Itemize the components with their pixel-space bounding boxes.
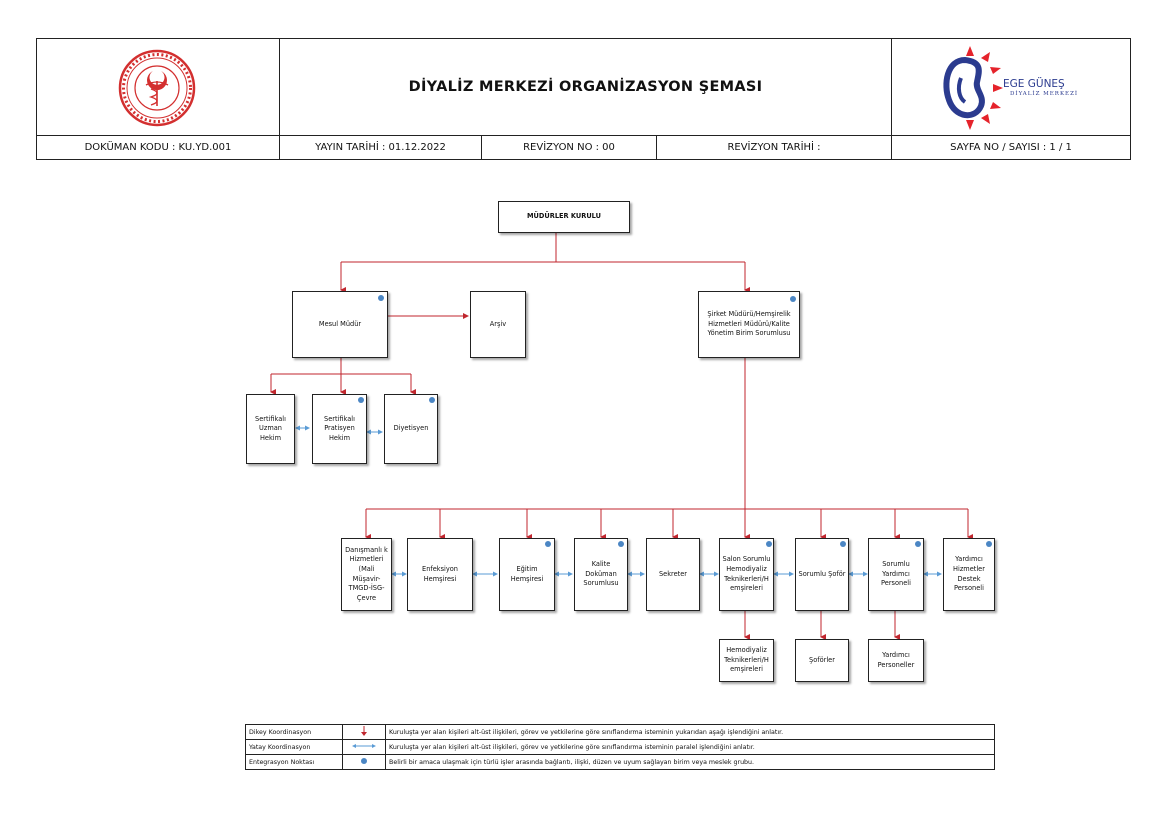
education-nurse-box: Eğitim Hemşiresi	[499, 538, 555, 611]
secretary-box: Sekreter	[646, 538, 700, 611]
quality-document-box: Kalite Doküman Sorumlusu	[574, 538, 628, 611]
legend-row: Dikey Koordinasyon Kuruluşta yer alan ki…	[245, 724, 995, 740]
drivers-box: Şoförler	[795, 639, 849, 682]
integration-point-icon	[766, 541, 772, 547]
legend-description: Kuruluşta yer alan kişileri alt-üst iliş…	[385, 739, 995, 755]
hemodialysis-technicians-box: Hemodiyaliz Teknikerleri/H emşireleri	[719, 639, 774, 682]
integration-point-icon	[790, 296, 796, 302]
integration-point-icon	[986, 541, 992, 547]
board-of-directors-box: MÜDÜRLER KURULU	[498, 201, 630, 233]
archive-box: Arşiv	[470, 291, 526, 358]
legend-table: Dikey Koordinasyon Kuruluşta yer alan ki…	[245, 724, 995, 770]
responsible-manager-box: Mesul Müdür	[292, 291, 388, 358]
document-title: DİYALİZ MERKEZİ ORGANİZASYON ŞEMASI	[408, 79, 763, 95]
hall-supervisor-box: Salon Sorumlu Hemodiyaliz Teknikerleri/H…	[719, 538, 774, 611]
legend-description: Belirli bir amaca ulaşmak için türlü işl…	[385, 754, 995, 770]
company-manager-box: Şirket Müdürü/Hemşirelik Hizmetleri Müdü…	[698, 291, 800, 358]
auxiliary-supervisor-box: Sorumlu Yardımcı Personeli	[868, 538, 924, 611]
ege-gunes-kidney-sun-logo-icon	[943, 46, 1003, 130]
specialist-physician-box: Sertifikalı Uzman Hekim	[246, 394, 295, 464]
support-staff-box: Yardımcı Hizmetler Destek Personeli	[943, 538, 995, 611]
legend-description: Kuruluşta yer alan kişileri alt-üst iliş…	[385, 724, 995, 740]
consultancy-services-box: Danışmanlı k Hizmetleri (Mali Müşavir-TM…	[341, 538, 392, 611]
brand-subtitle: DİYALİZ MERKEZİ	[1010, 91, 1079, 97]
dietitian-box: Diyetisyen	[384, 394, 438, 464]
ministry-of-health-seal-icon	[118, 49, 196, 127]
chief-driver-box: Sorumlu Şoför	[795, 538, 849, 611]
red-down-arrow-icon	[342, 724, 386, 740]
integration-point-icon	[378, 295, 384, 301]
integration-point-icon	[545, 541, 551, 547]
legend-label: Dikey Koordinasyon	[245, 724, 343, 740]
general-practitioner-box: Sertifikalı Pratisyen Hekim	[312, 394, 367, 464]
infection-nurse-box: Enfeksiyon Hemşiresi	[407, 538, 473, 611]
blue-dot-icon	[342, 754, 386, 770]
legend-label: Entegrasyon Noktası	[245, 754, 343, 770]
auxiliary-staff-box: Yardımcı Personeller	[868, 639, 924, 682]
blue-double-arrow-icon	[342, 739, 386, 755]
integration-point-icon	[429, 397, 435, 403]
integration-point-icon	[840, 541, 846, 547]
legend-row: Entegrasyon Noktası Belirli bir amaca ul…	[245, 754, 995, 770]
integration-point-icon	[618, 541, 624, 547]
brand-name: EGE GÜNEŞ	[1003, 78, 1065, 90]
page-no-cell: SAYFA NO / SAYISI : 1 / 1	[891, 135, 1131, 160]
legend-row: Yatay Koordinasyon Kuruluşta yer alan ki…	[245, 739, 995, 755]
legend-label: Yatay Koordinasyon	[245, 739, 343, 755]
integration-point-icon	[358, 397, 364, 403]
integration-point-icon	[915, 541, 921, 547]
